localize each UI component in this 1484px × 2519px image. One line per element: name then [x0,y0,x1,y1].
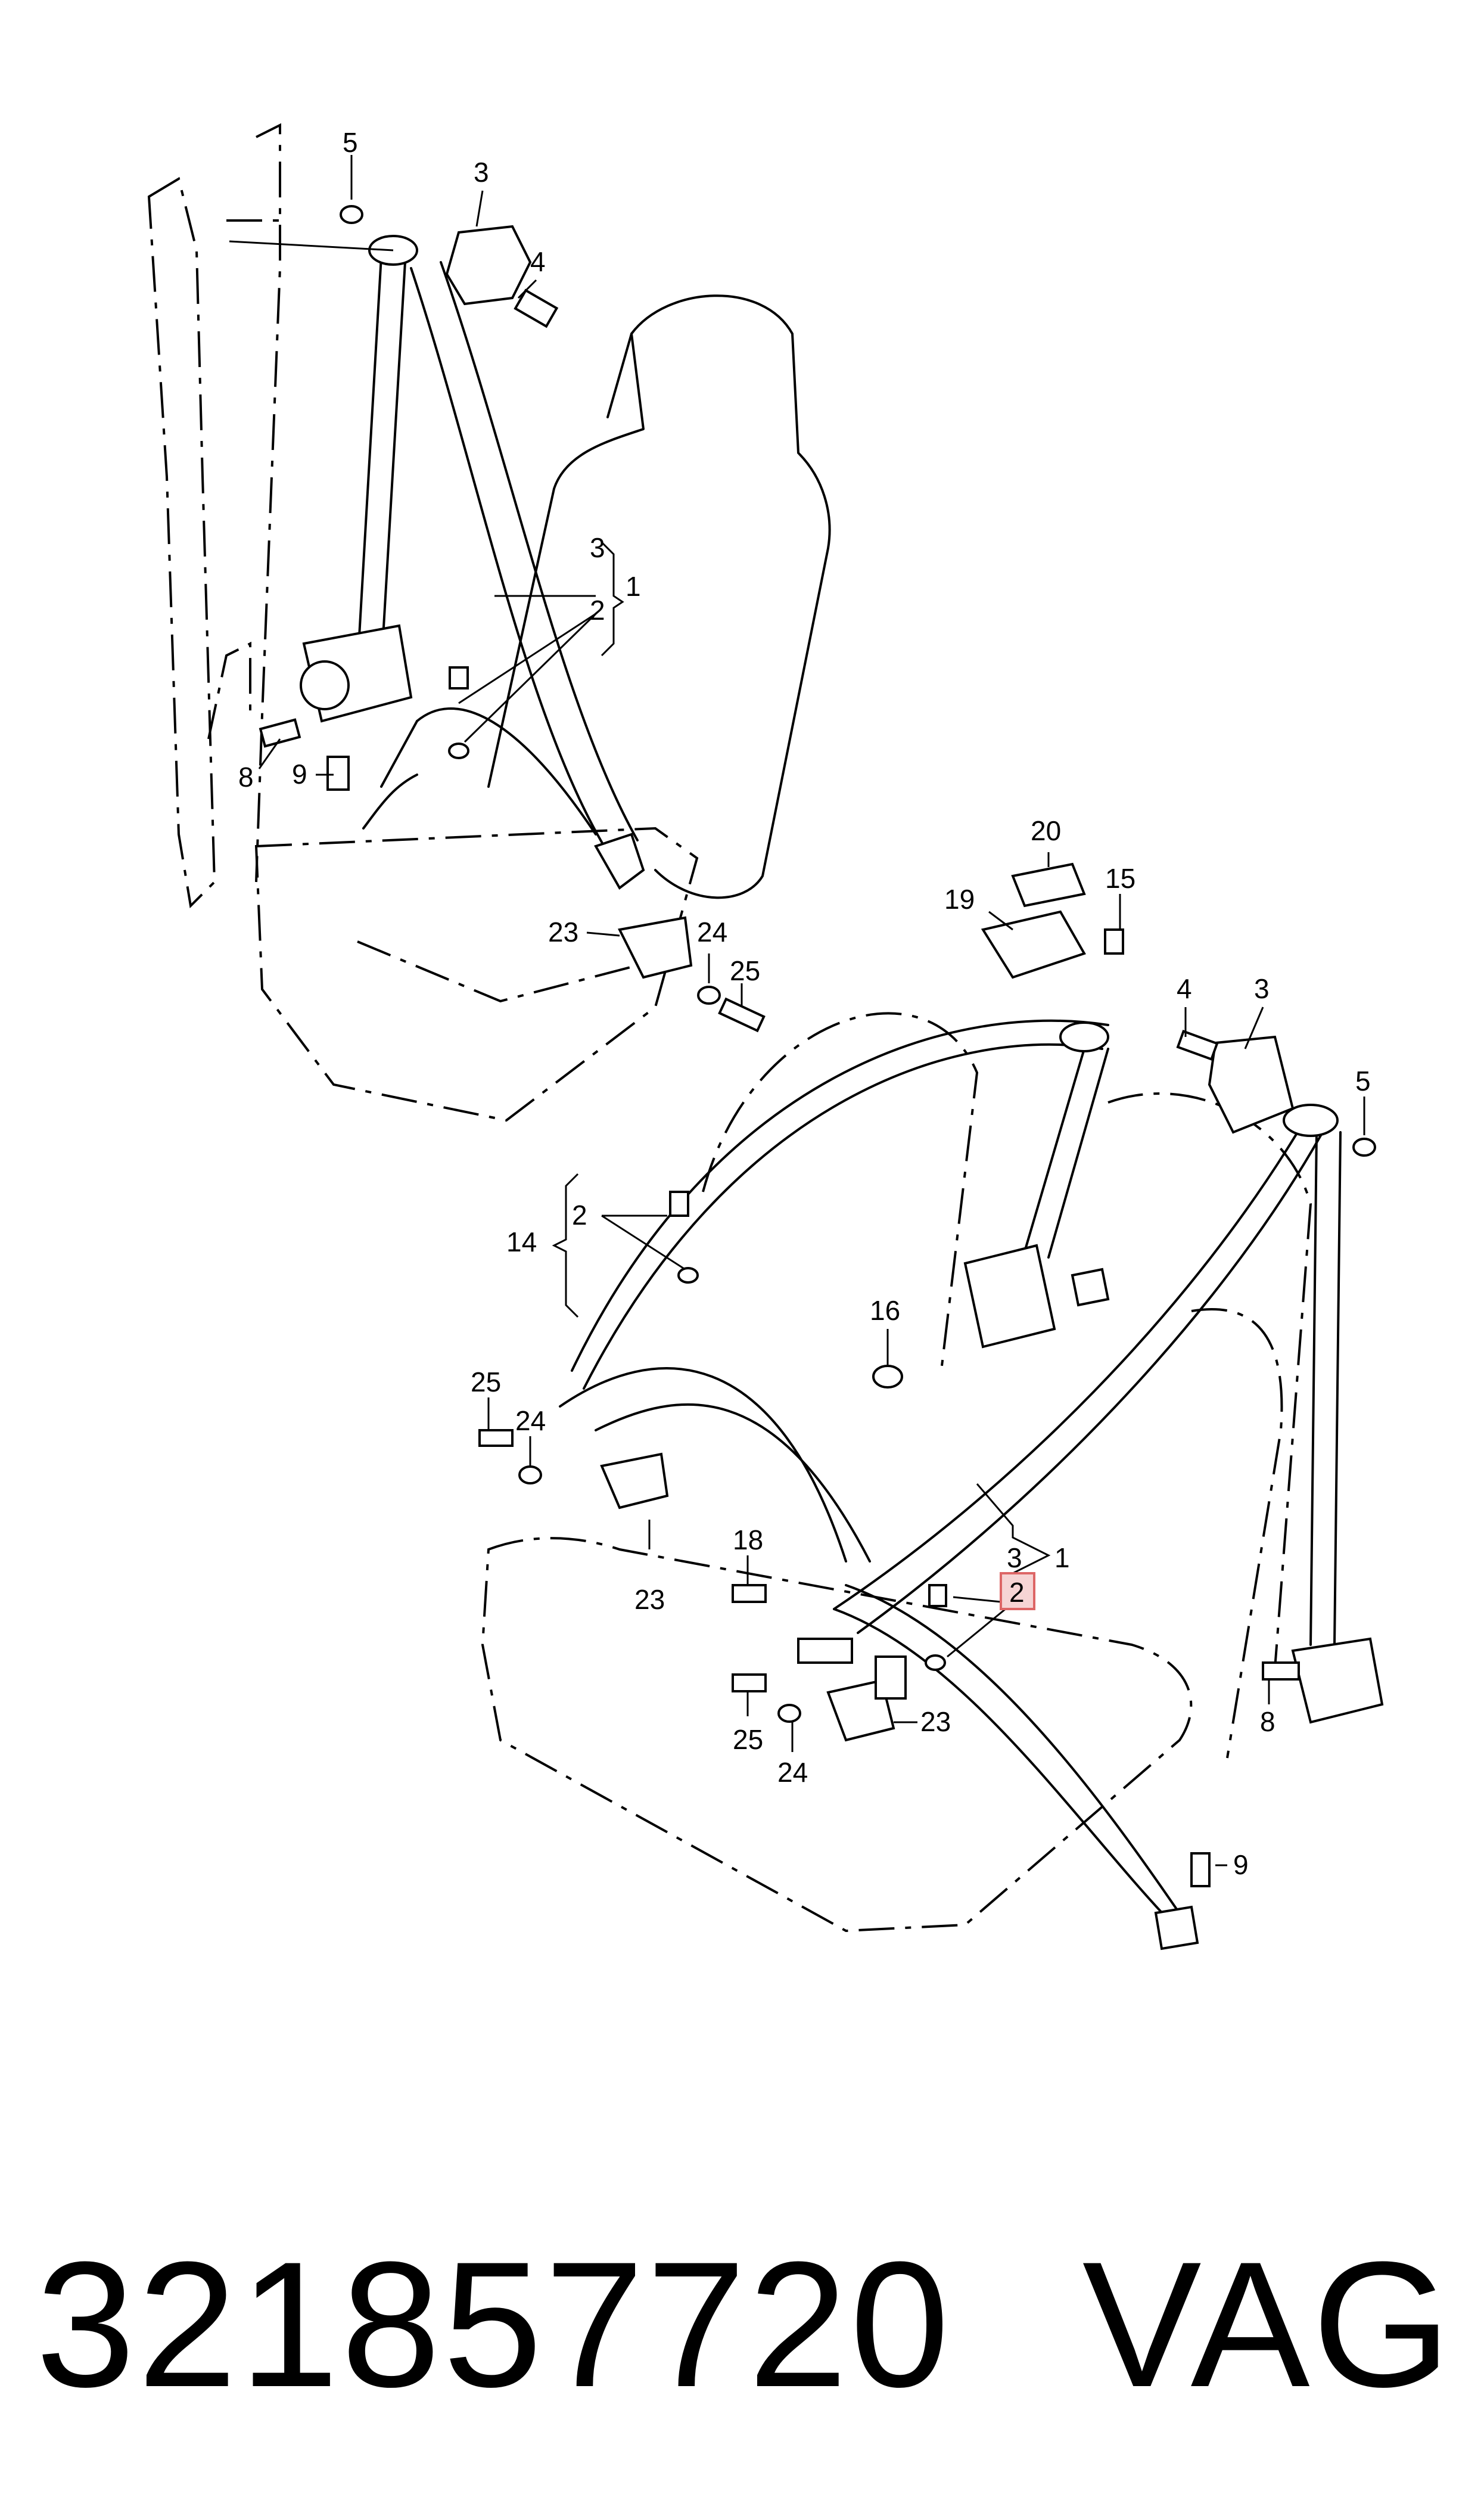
callout-3: 3 [1007,1542,1022,1573]
callout-8: 8 [238,762,254,793]
front-seat-assembly [147,123,831,1122]
callout-23: 23 [634,1584,665,1615]
callout-labels: 5 3 4 3 1 2 8 9 23 24 25 20 19 15 4 3 5 … [238,127,1371,1880]
callout-4: 4 [530,246,546,277]
callout-9: 9 [1233,1849,1249,1880]
callout-2: 2 [572,1200,587,1231]
callout-5: 5 [343,127,358,158]
callout-25: 25 [733,1724,763,1755]
callout-2: 2 [590,595,605,626]
callout-2-highlighted: 2 [1009,1577,1025,1608]
callout-15: 15 [1105,863,1135,894]
callout-14: 14 [506,1226,537,1257]
callout-8: 8 [1260,1706,1275,1737]
callout-19: 19 [944,884,975,915]
callout-24: 24 [515,1405,546,1436]
callout-3: 3 [1254,973,1270,1004]
highlight-box [1000,1572,1035,1610]
callout-3: 3 [474,157,489,188]
callout-25: 25 [471,1366,501,1397]
callout-18: 18 [733,1524,763,1555]
callout-23: 23 [548,917,578,948]
part-number: 321857720 [36,2224,952,2424]
seat-belt-exploded-diagram: 5 3 4 3 1 2 8 9 23 24 25 20 19 15 4 3 5 … [147,123,1384,1950]
callout-20: 20 [1031,815,1061,846]
callout-24: 24 [777,1757,808,1788]
rear-bench-assembly [478,852,1384,1950]
footer: 321857720 VAG [36,2217,1454,2431]
callout-1: 1 [1054,1542,1070,1573]
callout-23: 23 [920,1706,951,1737]
callout-5: 5 [1355,1066,1371,1097]
callout-3: 3 [590,532,605,563]
callout-16: 16 [870,1295,900,1326]
brand-name: VAG [1082,2224,1454,2424]
callout-4: 4 [1177,973,1192,1004]
callout-25: 25 [730,955,760,986]
callout-9: 9 [292,759,307,790]
callout-1: 1 [626,571,641,602]
callout-24: 24 [697,917,727,948]
